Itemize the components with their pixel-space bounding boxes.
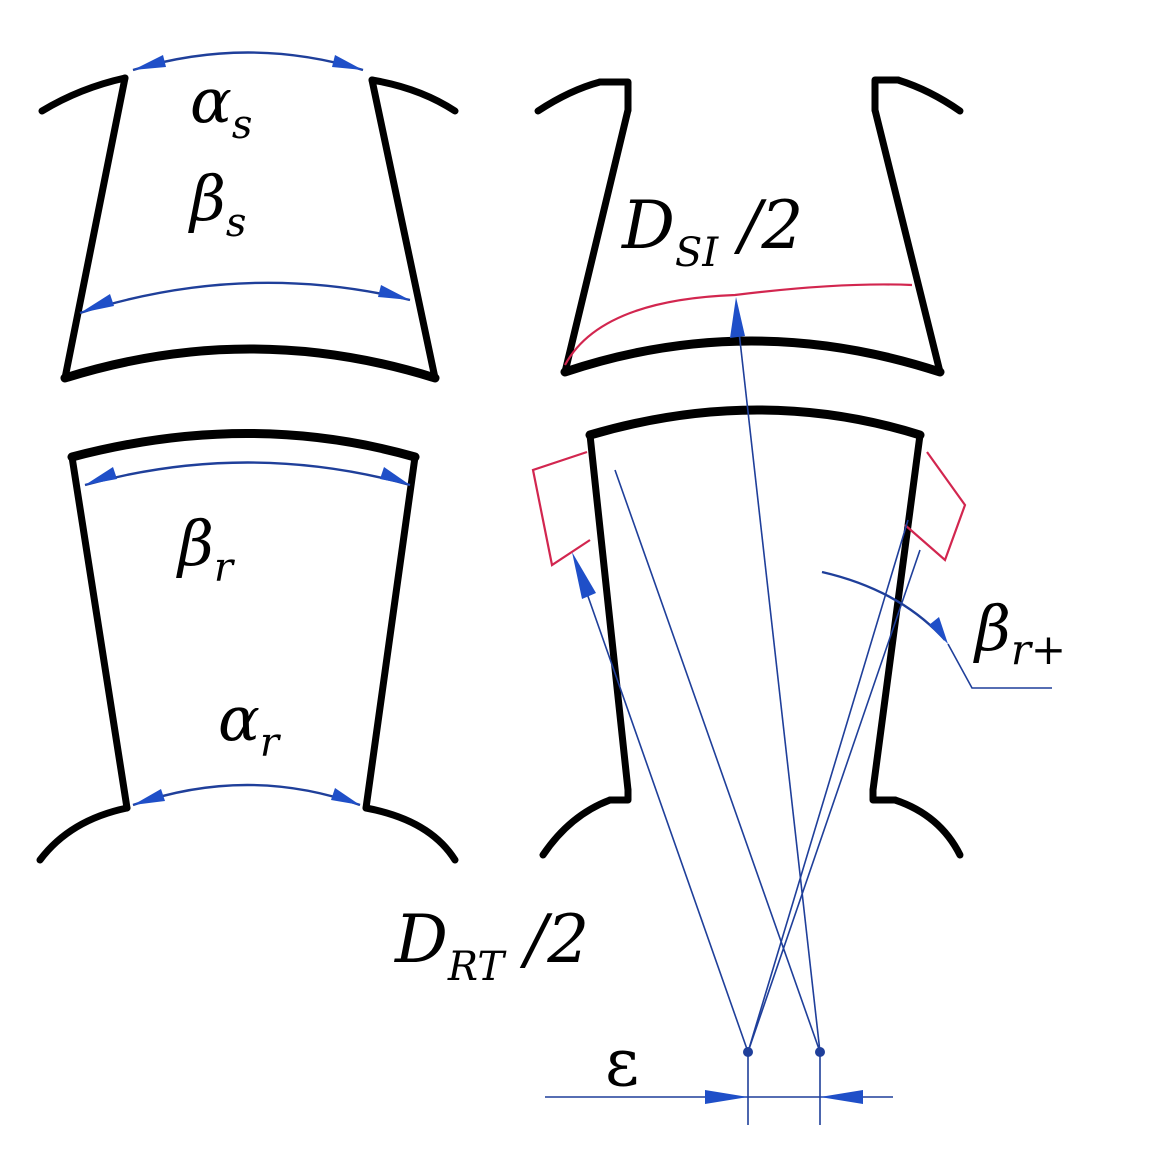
stator-inner-diameter-arc xyxy=(564,283,913,366)
left-rotor-core-arc-left xyxy=(36,804,131,864)
left-stator-yoke-arc-right xyxy=(368,76,459,115)
right-rotor-pole xyxy=(531,405,967,859)
right-rotor-step-right xyxy=(869,786,899,804)
right-rotor-core-arc-left xyxy=(539,796,614,859)
extended-rotor-pole-right xyxy=(904,451,967,562)
right-stator-step-right xyxy=(871,76,902,114)
beta-r-dimension xyxy=(84,461,411,487)
label-epsilon: ε xyxy=(605,1024,639,1101)
right-stator-pole-side-left xyxy=(561,106,632,376)
label-alpha-r: αr xyxy=(218,682,282,766)
right-stator-yoke-arc-right xyxy=(894,76,964,115)
beta-s-dimension xyxy=(79,281,411,315)
left-stator-pole-side-left xyxy=(61,74,129,382)
left-stator-yoke-arc-left xyxy=(38,74,129,115)
stator-center-point xyxy=(815,1047,825,1057)
left-stator-pole xyxy=(38,74,459,383)
right-rotor-pole-side-left xyxy=(586,431,632,794)
label-beta-s: βs xyxy=(188,162,246,246)
label-alpha-s: αs xyxy=(190,64,252,148)
beta-r-plus-dimension xyxy=(821,570,1052,689)
alpha-r-dimension xyxy=(132,783,361,807)
left-rotor-pole-side-right xyxy=(362,453,419,812)
left-rotor-pole-top xyxy=(67,429,420,462)
right-stator-pole xyxy=(534,76,964,377)
right-stator-pole-face xyxy=(560,336,945,377)
left-rotor-pole xyxy=(36,429,459,864)
label-d-rt: DRT /2 xyxy=(394,901,589,990)
left-rotor-pole-side-left xyxy=(68,453,131,812)
left-rotor-core-arc-right xyxy=(362,804,459,864)
label-d-si: DSI /2 xyxy=(621,187,803,276)
right-rotor-core-arc-right xyxy=(891,796,964,859)
right-rotor-pole-top xyxy=(585,405,925,440)
stator-radius-line xyxy=(730,297,821,1053)
label-beta-r: βr xyxy=(176,507,236,591)
rotor-center-point xyxy=(743,1047,753,1057)
label-beta-r-plus: βr+ xyxy=(973,592,1066,674)
right-stator-pole-side-right xyxy=(871,106,944,376)
right-rotor-pole-side-right xyxy=(869,431,924,794)
right-stator-step-left xyxy=(596,78,632,114)
alpha-s-dimension xyxy=(132,51,364,72)
rotor-radius-lines xyxy=(572,469,921,1053)
right-rotor-step-left xyxy=(606,786,632,804)
left-stator-pole-side-right xyxy=(368,76,439,382)
left-stator-pole-face xyxy=(60,344,440,383)
extended-rotor-pole-left xyxy=(531,450,591,567)
right-stator-yoke-arc-left xyxy=(534,78,604,115)
epsilon-dimension xyxy=(545,1047,893,1125)
